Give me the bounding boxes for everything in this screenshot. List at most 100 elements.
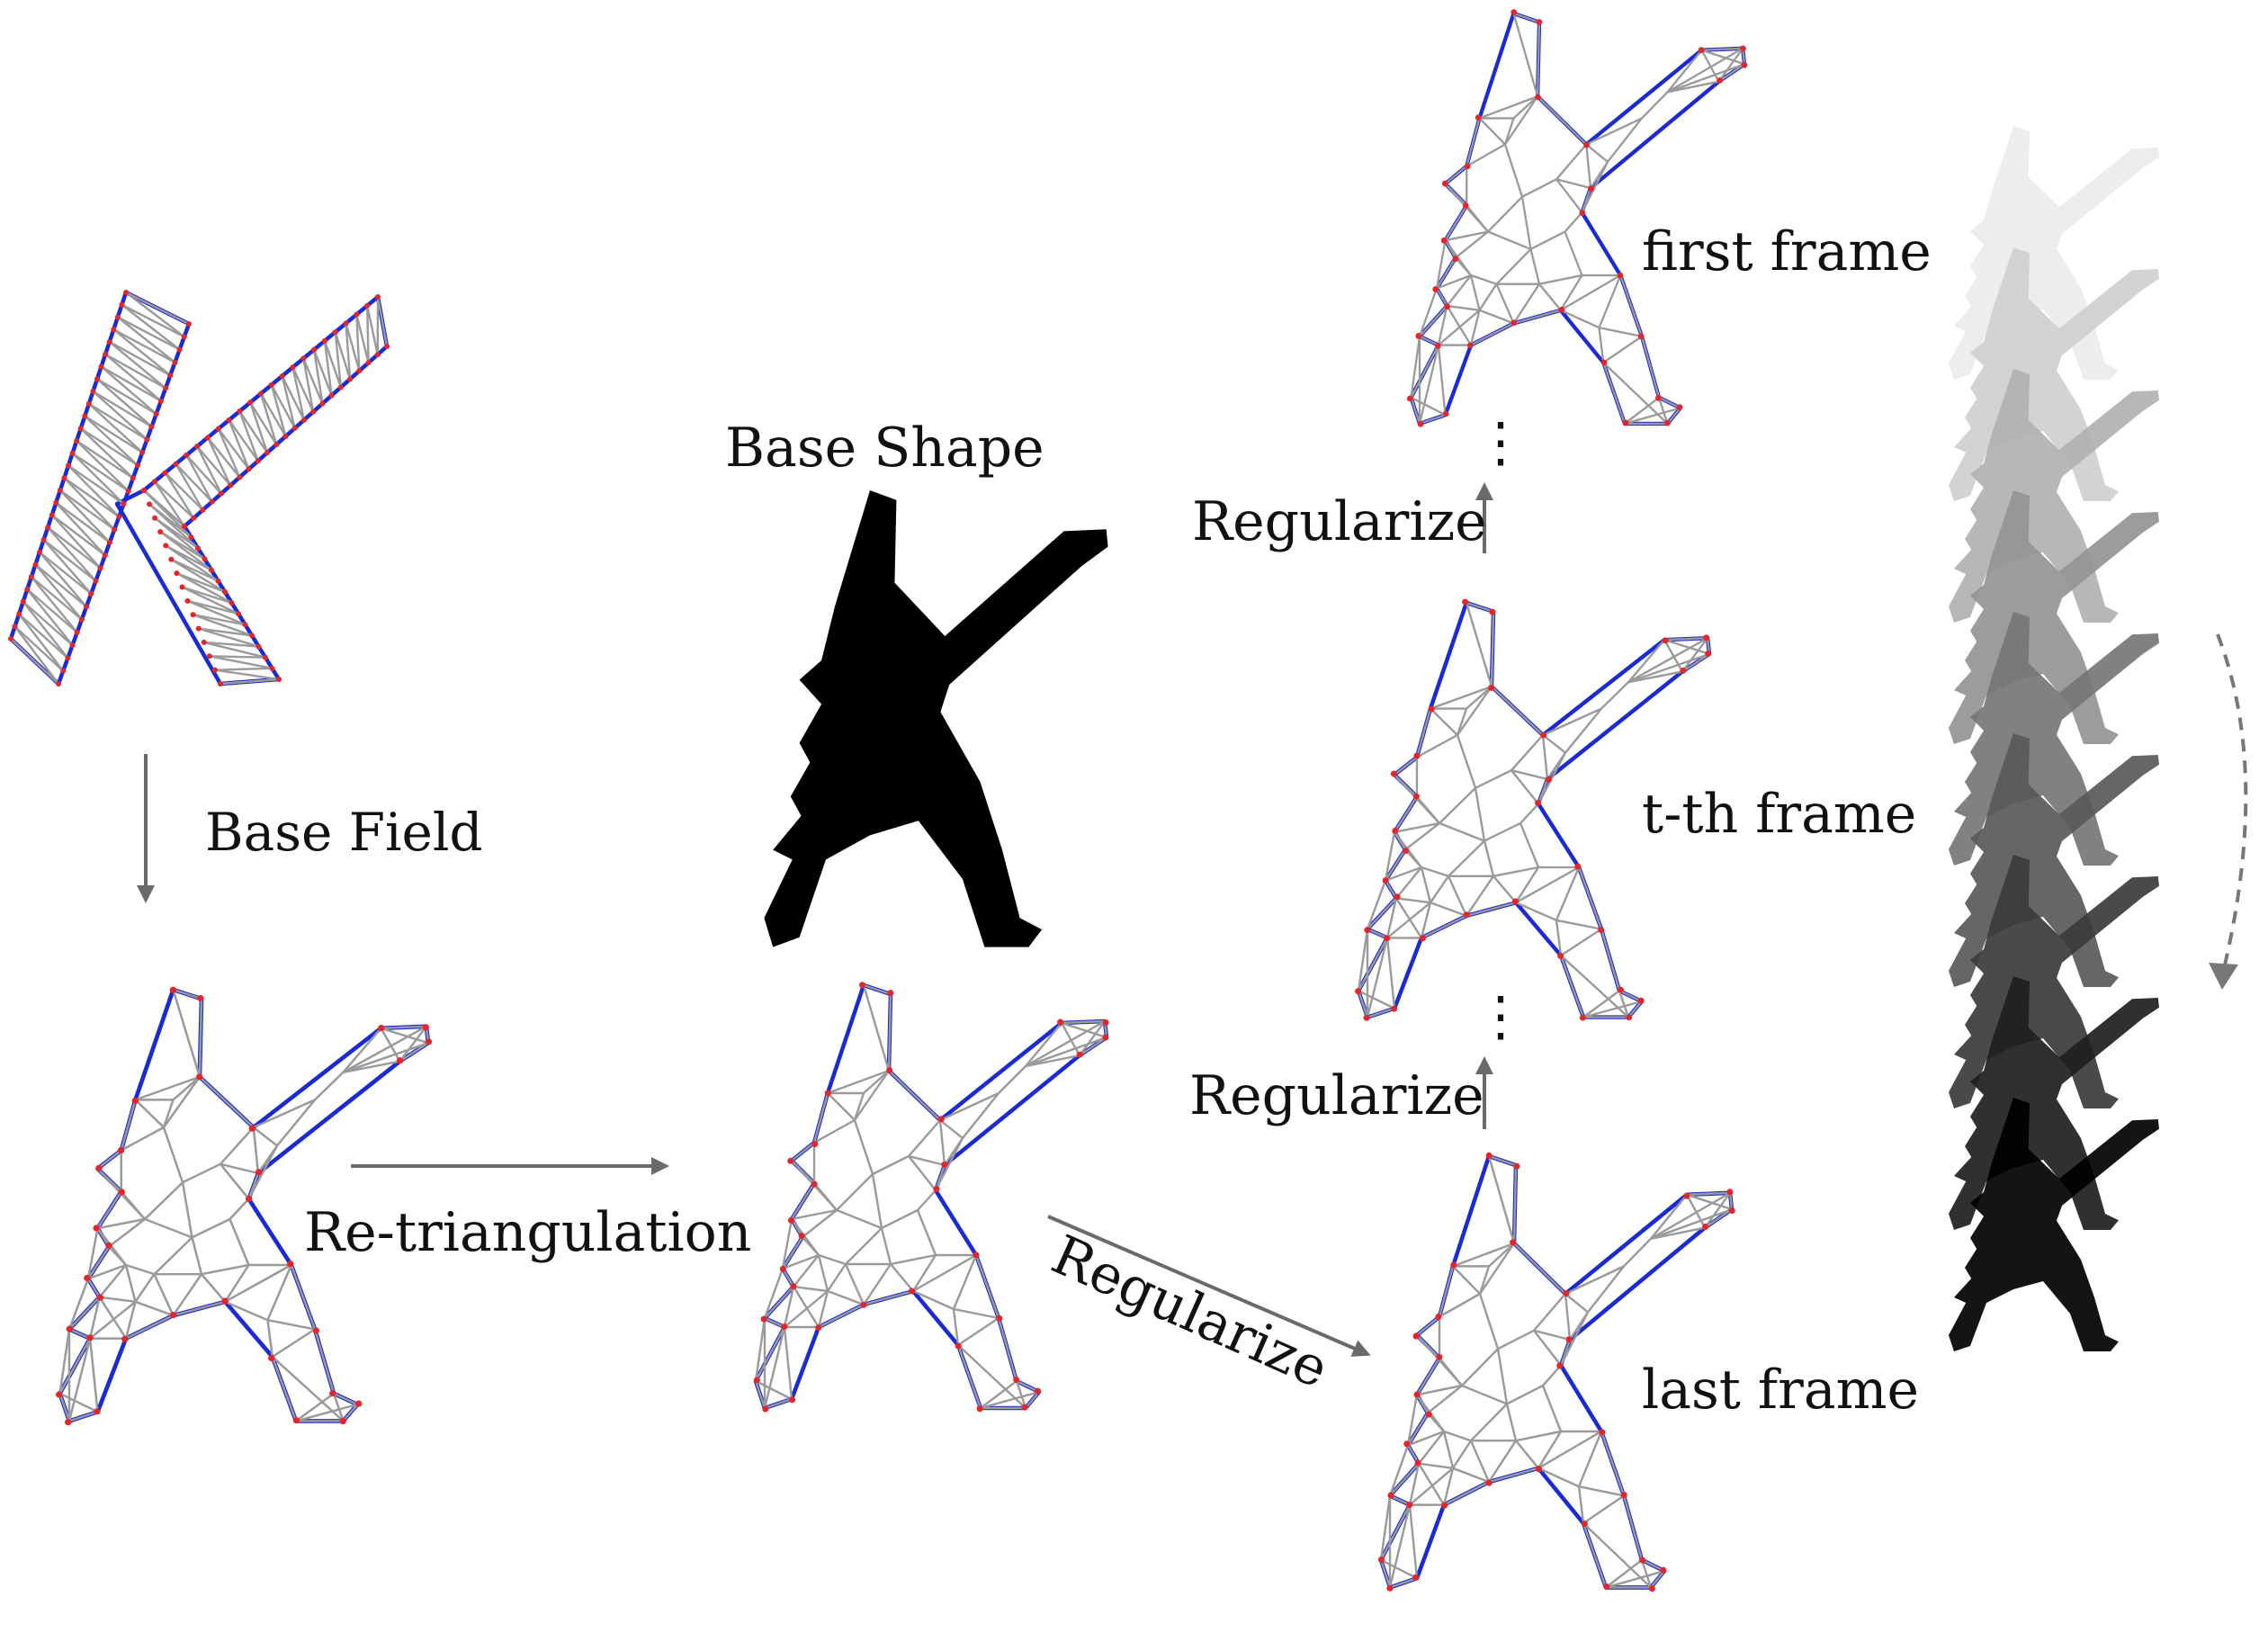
mesh-edge bbox=[1470, 274, 1497, 285]
mesh-vertex bbox=[1382, 877, 1389, 884]
mesh-vertex bbox=[779, 1265, 786, 1272]
mesh-edge bbox=[201, 1273, 227, 1303]
mesh-vertex bbox=[1384, 935, 1391, 942]
re-triangulation-label: Re-triangulation bbox=[304, 1201, 751, 1264]
mesh-vertex bbox=[16, 611, 22, 617]
mesh-edge bbox=[1555, 920, 1563, 956]
mesh-edge bbox=[912, 1253, 977, 1293]
mesh-vertex bbox=[197, 994, 204, 1001]
mesh-vertex bbox=[105, 1242, 112, 1249]
mesh-vertex bbox=[12, 624, 18, 630]
mesh-vertex bbox=[172, 359, 178, 365]
mesh-vertex bbox=[1355, 988, 1362, 995]
mesh-edge bbox=[96, 1190, 122, 1229]
mesh-edge bbox=[1640, 1559, 1653, 1588]
mesh-edge bbox=[1357, 937, 1389, 991]
mesh-vertex bbox=[88, 591, 94, 597]
mesh-edge bbox=[1416, 1384, 1463, 1396]
mesh-edge bbox=[355, 314, 361, 372]
mesh-vertex bbox=[209, 498, 215, 505]
mesh-edge bbox=[58, 1329, 71, 1394]
mesh-edge bbox=[1555, 143, 1588, 181]
mesh-edge bbox=[134, 1099, 165, 1128]
mesh-vertex bbox=[384, 344, 390, 349]
mesh-edge bbox=[1357, 929, 1369, 991]
mesh-edge bbox=[1542, 707, 1602, 737]
mesh-vertex bbox=[365, 360, 372, 366]
mesh-edge bbox=[170, 558, 226, 593]
mesh-edge bbox=[191, 1237, 203, 1275]
mesh-vertex bbox=[194, 444, 201, 450]
mesh-vertex bbox=[941, 1161, 948, 1168]
mesh-edge bbox=[1619, 274, 1644, 337]
mesh-edge bbox=[1443, 1430, 1472, 1442]
mesh-edge bbox=[198, 627, 259, 648]
mesh-edge bbox=[86, 1245, 111, 1279]
mesh-edge bbox=[1447, 304, 1480, 311]
mesh-edge bbox=[1519, 803, 1539, 824]
mesh-vertex bbox=[201, 639, 207, 645]
mesh-vertex bbox=[1702, 1223, 1709, 1231]
mesh-edge bbox=[1488, 1242, 1515, 1268]
mesh-edge bbox=[281, 375, 306, 421]
mesh-edge bbox=[1446, 305, 1472, 346]
mesh-vertex bbox=[123, 290, 129, 295]
mesh-edge bbox=[872, 1154, 910, 1176]
mesh-edge bbox=[203, 641, 266, 659]
mesh-edge bbox=[1627, 639, 1665, 683]
mesh-edge bbox=[784, 1290, 829, 1328]
mesh-edge bbox=[1442, 1431, 1455, 1469]
mesh-edge bbox=[1384, 848, 1407, 882]
mesh-edge bbox=[871, 1173, 883, 1229]
mesh-edge bbox=[252, 1126, 260, 1174]
mesh-edge bbox=[1650, 1570, 1665, 1589]
mesh-edge bbox=[144, 1217, 193, 1239]
mesh-vertex bbox=[1386, 1584, 1394, 1592]
mesh-edge bbox=[50, 514, 102, 570]
mesh-edge bbox=[1529, 230, 1566, 250]
mesh-edge bbox=[1663, 639, 1710, 655]
mesh-edge bbox=[1717, 48, 1744, 83]
mesh-edge bbox=[863, 983, 892, 996]
mesh-vertex bbox=[422, 1024, 429, 1031]
mesh-edge bbox=[1446, 274, 1472, 307]
mesh-vertex bbox=[114, 314, 121, 320]
mesh-edge bbox=[1427, 1385, 1463, 1414]
mesh-edge bbox=[229, 1218, 250, 1266]
mesh-edge bbox=[173, 1300, 226, 1317]
mesh-edge bbox=[1466, 686, 1493, 710]
mesh-edge bbox=[1564, 1293, 1572, 1341]
mesh-edge bbox=[1491, 686, 1544, 736]
mesh-edge bbox=[1577, 866, 1603, 929]
mesh-vertex bbox=[1648, 1585, 1655, 1593]
mesh-edge bbox=[1466, 601, 1494, 613]
mesh-vertex bbox=[200, 507, 206, 513]
mesh-vertex bbox=[1676, 404, 1683, 411]
mesh-edge bbox=[1393, 795, 1419, 833]
mesh-vertex bbox=[191, 515, 197, 521]
mesh-edge bbox=[1379, 1495, 1392, 1560]
mesh-edge bbox=[1388, 1504, 1412, 1588]
mesh-edge bbox=[120, 1099, 137, 1151]
mesh-edge bbox=[342, 1027, 382, 1073]
mesh-edge bbox=[18, 613, 69, 659]
mesh-edge bbox=[1581, 161, 1609, 213]
mesh-vertex bbox=[1462, 598, 1469, 606]
mesh-edge bbox=[1389, 1462, 1420, 1497]
mesh-vertex bbox=[753, 1377, 760, 1384]
mesh-vertex bbox=[184, 597, 191, 604]
mesh-edge bbox=[939, 1119, 964, 1139]
mesh-edge bbox=[1495, 248, 1532, 285]
mesh-vertex bbox=[1588, 185, 1594, 192]
mesh-edge bbox=[1519, 822, 1540, 868]
mesh-edge bbox=[134, 1273, 156, 1303]
mesh-edge bbox=[1408, 1463, 1421, 1505]
mesh-edge bbox=[1640, 336, 1661, 399]
mesh-edge bbox=[1488, 1440, 1517, 1483]
mesh-vertex bbox=[152, 515, 158, 521]
mesh-vertex bbox=[279, 372, 285, 379]
mesh-edge bbox=[1495, 283, 1515, 324]
mesh-edge bbox=[1666, 47, 1744, 94]
mesh-vertex bbox=[933, 1186, 940, 1193]
mesh-vertex bbox=[102, 552, 108, 559]
